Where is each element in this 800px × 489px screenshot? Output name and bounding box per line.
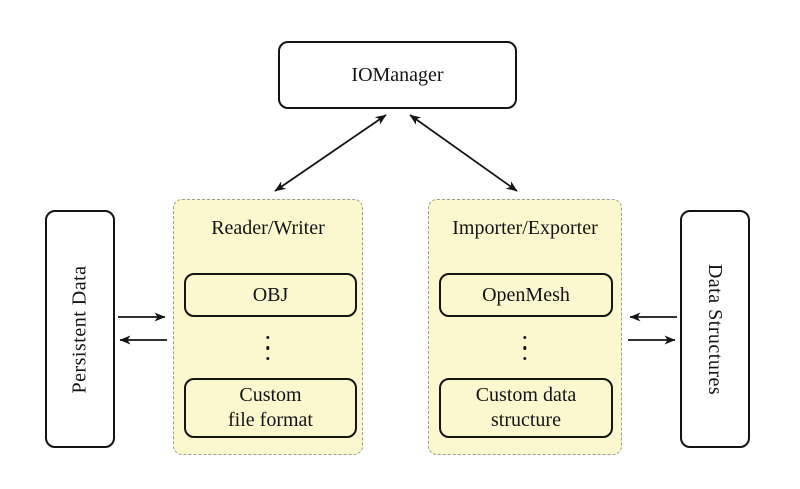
iomanager-node: IOManager xyxy=(278,41,517,109)
ellipsis-dot xyxy=(523,336,527,340)
persistent-data-node: Persistent Data xyxy=(45,210,115,448)
custom-data-structure-node: Custom data structure xyxy=(439,378,613,438)
ellipsis-dot xyxy=(266,346,270,350)
custom-file-format-line1: Custom xyxy=(239,384,302,406)
ellipsis-dot xyxy=(266,336,270,340)
reader-writer-title: Reader/Writer xyxy=(211,217,325,239)
importer-exporter-title: Importer/Exporter xyxy=(452,217,598,239)
openmesh-node: OpenMesh xyxy=(439,273,613,317)
edge-iomanager-reader-writer xyxy=(274,114,387,192)
obj-label: OBJ xyxy=(252,283,289,306)
custom-data-structure-line1: Custom data xyxy=(475,384,577,406)
obj-node: OBJ xyxy=(184,273,357,317)
ellipsis-icon xyxy=(266,336,270,361)
persistent-data-label: Persistent Data xyxy=(68,264,91,394)
openmesh-label: OpenMesh xyxy=(482,283,570,306)
iomanager-label: IOManager xyxy=(351,63,444,86)
ellipsis-dot xyxy=(523,356,527,361)
data-structures-label: Data Structures xyxy=(704,263,727,395)
custom-data-structure-line2: structure xyxy=(491,409,561,431)
custom-file-format-node: Custom file format xyxy=(184,378,357,438)
importer-exporter-container: Importer/Exporter OpenMesh Custom data s… xyxy=(428,199,622,455)
ellipsis-icon xyxy=(523,336,527,361)
ellipsis-dot xyxy=(523,346,527,350)
ellipsis-dot xyxy=(266,356,270,361)
edge-iomanager-importer-exporter xyxy=(409,114,518,192)
custom-file-format-line2: file format xyxy=(228,409,313,431)
reader-writer-container: Reader/Writer OBJ Custom file format xyxy=(173,199,363,455)
data-structures-node: Data Structures xyxy=(680,210,750,448)
